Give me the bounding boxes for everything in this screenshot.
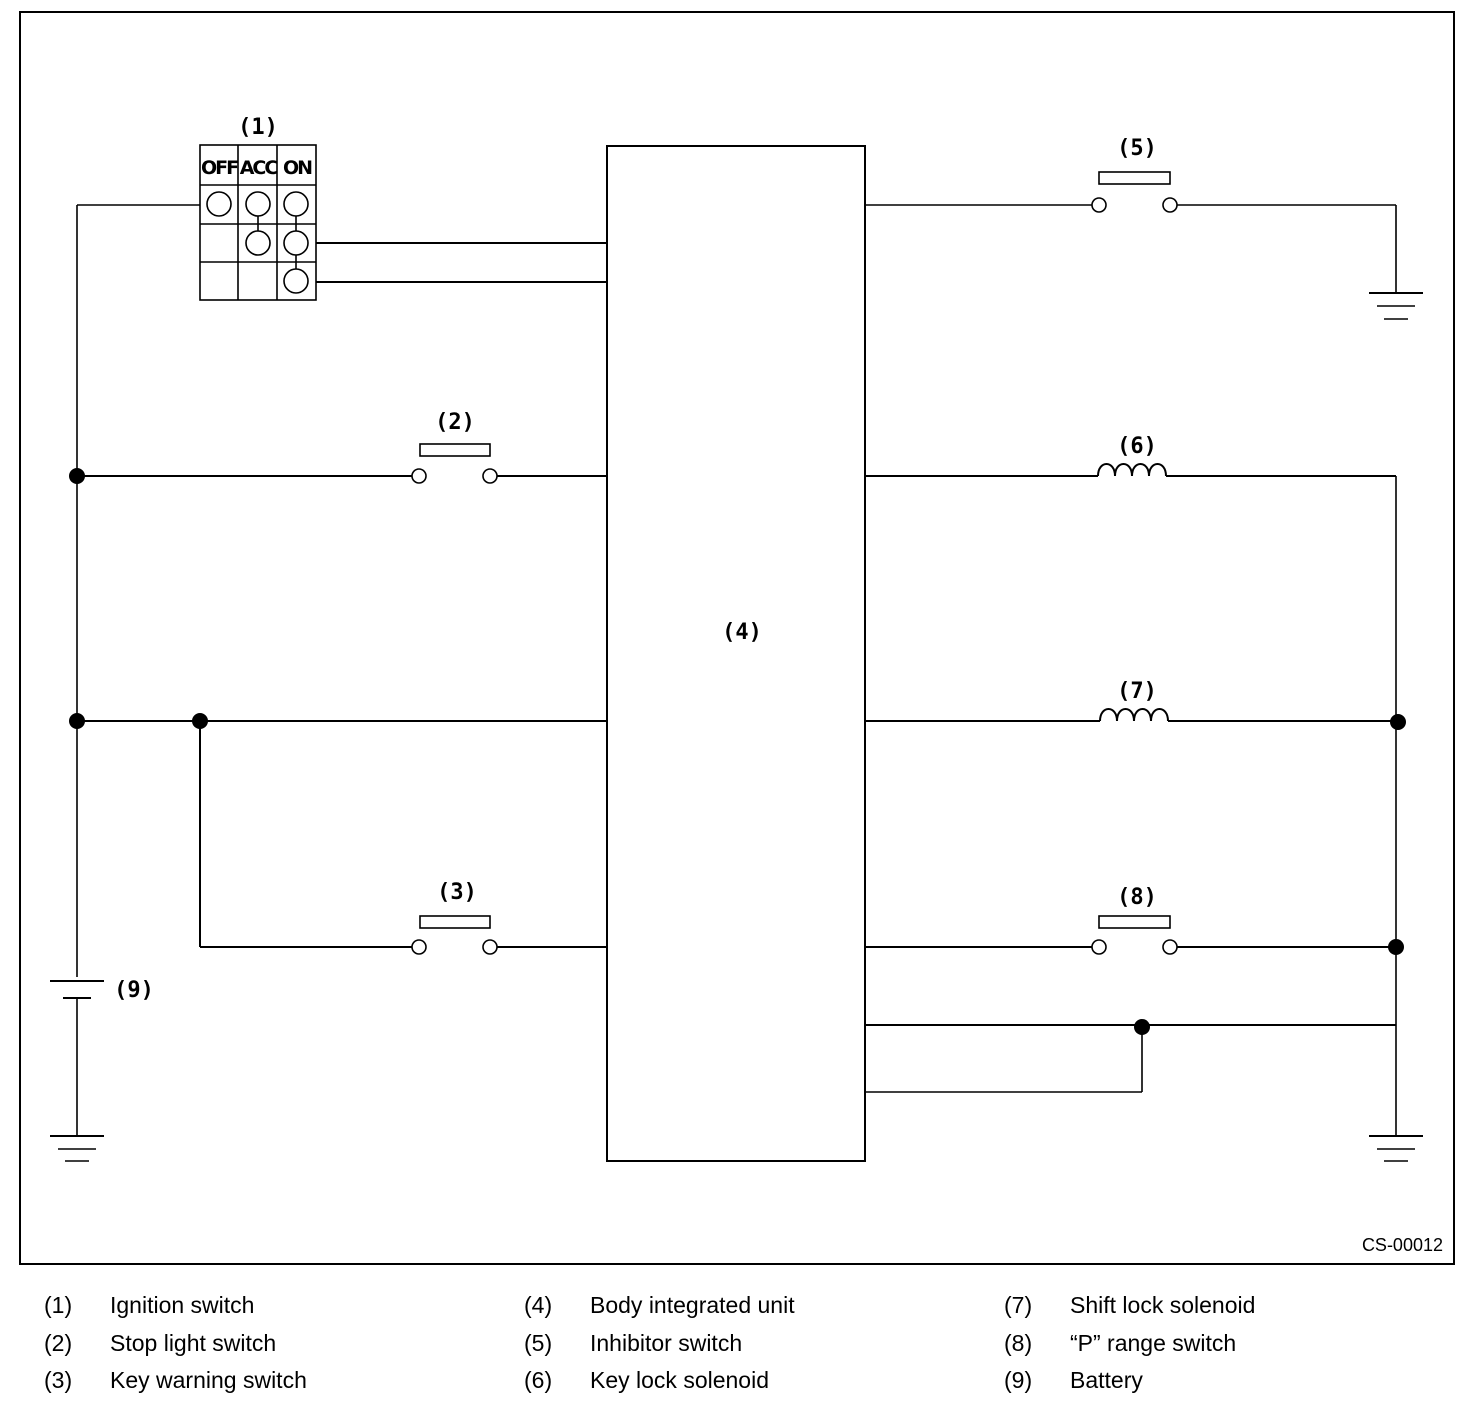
legend-text: Stop light switch [110,1330,277,1356]
figure-code: CS-00012 [1362,1235,1443,1255]
callout-8: (8) [1117,885,1157,910]
p-range-switch-symbol [1091,915,1178,955]
ignition-col-acc: ACC [240,157,278,179]
legend-text: Inhibitor switch [590,1330,743,1356]
ignition-col-on: ON [283,157,312,179]
legend-text: Ignition switch [110,1292,255,1318]
inhibitor-switch-symbol [1091,171,1178,213]
legend-num: (3) [44,1367,73,1393]
ground-symbol-left [50,1135,104,1162]
callout-3: (3) [437,880,477,905]
legend-text: Key warning switch [110,1367,307,1393]
legend-text: Key lock solenoid [590,1367,769,1393]
callout-5: (5) [1117,136,1157,161]
legend-num: (4) [524,1292,553,1318]
diagram-frame [19,11,1455,1265]
legend-num: (1) [44,1292,73,1318]
legend-num: (2) [44,1330,73,1356]
legend-num: (8) [1004,1330,1033,1356]
wiring-diagram: OFF ACC ON (1) (2) (3) (4) (5) (6) (7) (… [19,11,1455,1265]
ignition-col-off: OFF [201,157,238,179]
legend-num: (7) [1004,1292,1033,1318]
legend-text: Shift lock solenoid [1070,1292,1256,1318]
legend: (1) Ignition switch (2) Stop light switc… [0,1290,1472,1400]
legend-text: Battery [1070,1367,1143,1393]
callout-4: (4) [722,620,762,645]
body-integrated-unit-box [606,145,866,1162]
legend-text: Body integrated unit [590,1292,795,1318]
callout-9: (9) [114,978,154,1003]
ignition-switch-grid [199,144,317,301]
battery-symbol [50,980,104,999]
junction-dots [69,468,1406,1035]
legend-num: (6) [524,1367,553,1393]
key-lock-solenoid-coil [1097,463,1167,477]
shift-lock-solenoid-coil [1099,708,1169,722]
callout-1: (1) [238,115,278,140]
legend-num: (9) [1004,1367,1033,1393]
stop-light-switch-symbol [411,443,498,484]
ground-symbol-top-right [1369,292,1423,320]
callout-6: (6) [1117,434,1157,459]
callout-7: (7) [1117,679,1157,704]
legend-num: (5) [524,1330,553,1356]
callout-2: (2) [435,410,475,435]
key-warning-switch-symbol [411,915,498,955]
ground-symbol-bottom-right [1369,1135,1423,1162]
legend-text: “P” range switch [1070,1330,1237,1356]
